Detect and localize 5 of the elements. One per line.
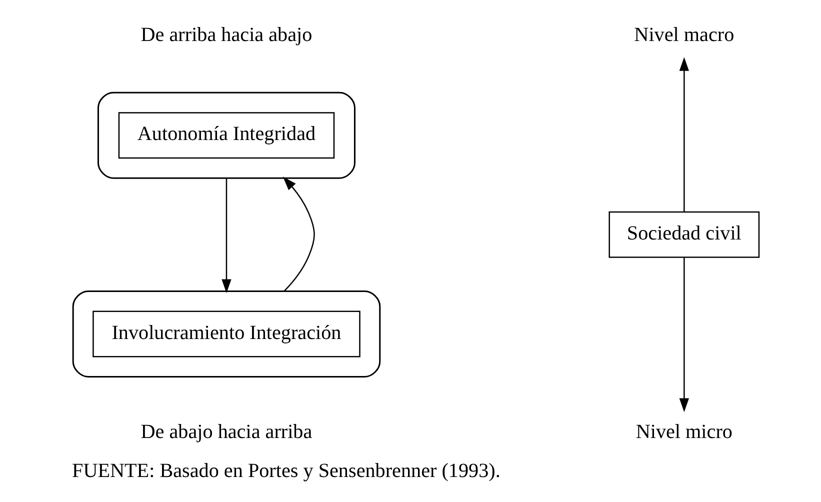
caption: FUENTE: Basado en Portes y Sensenbrenner (1993).: [72, 460, 500, 482]
node-text: Nivel micro: [635, 421, 732, 444]
node-text: Nivel macro: [634, 24, 734, 46]
label: De abajo hacia arriba: [140, 421, 312, 444]
label: De arriba hacia abajo: [140, 24, 312, 46]
